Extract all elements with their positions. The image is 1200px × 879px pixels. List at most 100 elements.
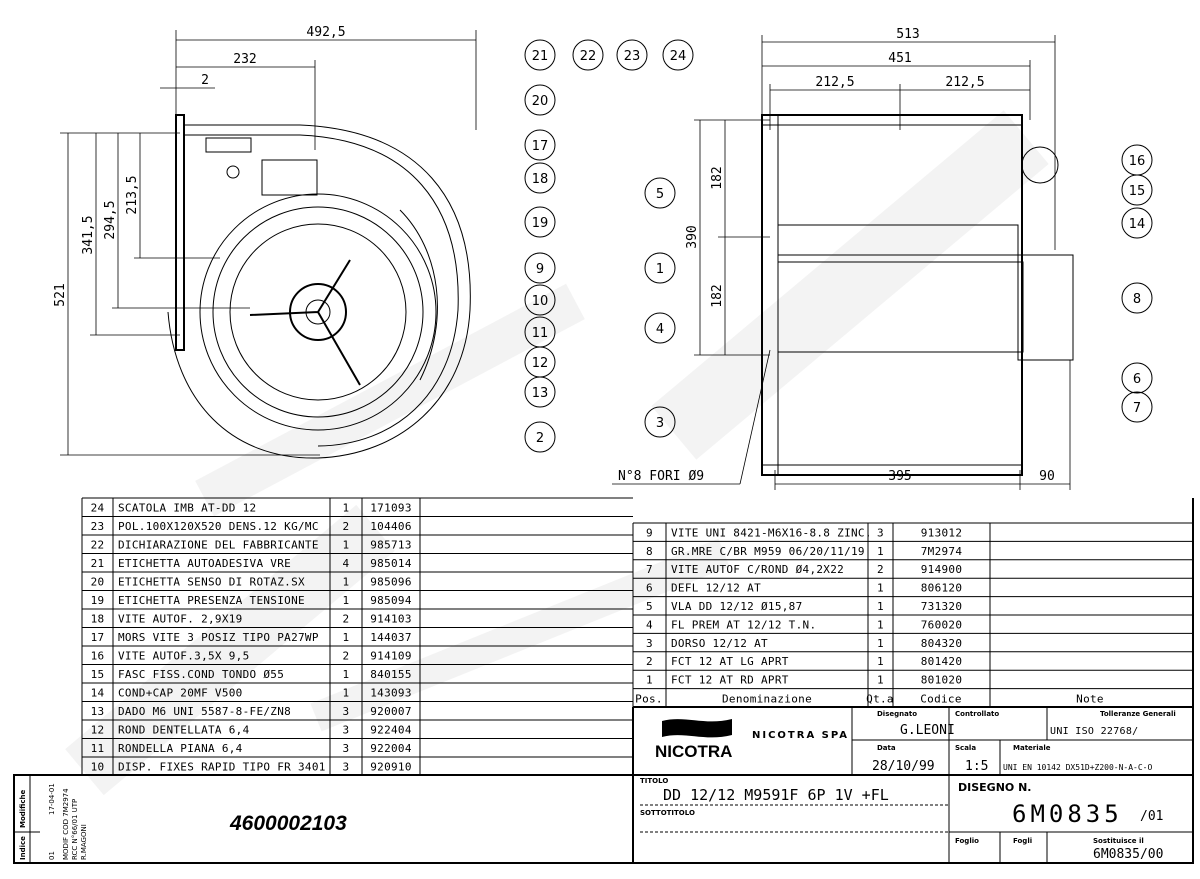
part-code: 985096 bbox=[370, 576, 412, 589]
modifiche-label: Modifiche bbox=[19, 789, 27, 828]
part-description: DISP. FIXES RAPID TIPO FR 3401 bbox=[118, 761, 326, 774]
scale-label: Scala bbox=[955, 744, 976, 752]
part-quantity: 3 bbox=[343, 724, 350, 737]
part-quantity: 3 bbox=[343, 761, 350, 774]
part-description: ETICHETTA AUTOADESIVA VRE bbox=[118, 557, 291, 570]
callout-number: 23 bbox=[624, 49, 641, 64]
callout-circle bbox=[524, 162, 556, 194]
drawing-no-label: DISEGNO N. bbox=[958, 781, 1031, 794]
callout-circle bbox=[644, 312, 676, 344]
inlet-ring bbox=[199, 193, 437, 431]
dim-90: 90 bbox=[1039, 469, 1055, 484]
dim-294-5: 294,5 bbox=[103, 200, 118, 239]
part-description: VITE AUTOF.3,5X 9,5 bbox=[118, 650, 250, 663]
part-quantity: 1 bbox=[877, 637, 884, 650]
title-label: TITOLO bbox=[640, 777, 668, 785]
callout-circle bbox=[1121, 207, 1153, 239]
callout-6: 6 bbox=[1121, 362, 1153, 394]
part-quantity: 1 bbox=[343, 668, 350, 681]
part-description: MORS VITE 3 POSIZ TIPO PA27WP bbox=[118, 631, 319, 644]
callout-20: 20 bbox=[524, 84, 556, 116]
callout-number: 20 bbox=[532, 94, 549, 109]
header-desc: Denominazione bbox=[722, 693, 812, 706]
part-code: 760020 bbox=[921, 618, 963, 631]
part-quantity: 2 bbox=[343, 520, 350, 533]
material-label: Materiale bbox=[1013, 744, 1051, 752]
callout-23: 23 bbox=[616, 39, 648, 71]
callout-21: 21 bbox=[524, 39, 556, 71]
callout-number: 17 bbox=[532, 139, 549, 154]
nicotra-logo-text: NICOTRA bbox=[655, 742, 732, 761]
part-quantity: 4 bbox=[343, 557, 350, 570]
part-code: 171093 bbox=[370, 502, 412, 515]
part-code: 914103 bbox=[370, 613, 412, 626]
part-description: POL.100X120X520 DENS.12 KG/MC bbox=[118, 520, 319, 533]
drawn-label: Disegnato bbox=[877, 710, 917, 718]
part-code: 144037 bbox=[370, 631, 412, 644]
part-description: DICHIARAZIONE DEL FABBRICANTE bbox=[118, 539, 319, 552]
callout-17: 17 bbox=[524, 129, 556, 161]
part-position: 24 bbox=[91, 502, 105, 515]
callout-circle bbox=[524, 421, 556, 453]
dim-521: 521 bbox=[53, 283, 68, 306]
part-position: 2 bbox=[646, 655, 653, 668]
part-description: VLA DD 12/12 Ø15,87 bbox=[671, 600, 803, 613]
part-position: 17 bbox=[91, 631, 105, 644]
callout-circle bbox=[572, 39, 604, 71]
callout-10: 10 bbox=[524, 284, 556, 316]
part-code: 143093 bbox=[370, 687, 412, 700]
callout-number: 22 bbox=[580, 49, 597, 64]
callout-circle bbox=[1121, 362, 1153, 394]
part-description: RONDELLA PIANA 6,4 bbox=[118, 742, 243, 755]
part-code: 985014 bbox=[370, 557, 412, 570]
part-code: 985094 bbox=[370, 594, 412, 607]
callout-circle bbox=[524, 284, 556, 316]
header-code: Codice bbox=[920, 693, 962, 706]
part-quantity: 2 bbox=[343, 613, 350, 626]
indice-label: Indice bbox=[19, 836, 27, 860]
right-dimensions: 513 451 212,5 212,5 390 182 182 395 90 N… bbox=[612, 27, 1071, 490]
material-value: UNI EN 10142 DX51D+Z200-N-A-C-O bbox=[1003, 763, 1152, 772]
part-code: 7M2974 bbox=[921, 545, 963, 558]
callout-number: 13 bbox=[532, 386, 549, 401]
date-value: 28/10/99 bbox=[872, 759, 935, 774]
dim-182-bottom: 182 bbox=[710, 284, 725, 307]
part-description: VITE AUTOF. 2,9X19 bbox=[118, 613, 243, 626]
dim-395: 395 bbox=[888, 469, 911, 484]
part-quantity: 1 bbox=[877, 582, 884, 595]
dim-212-5-left: 212,5 bbox=[815, 75, 854, 90]
part-quantity: 1 bbox=[343, 539, 350, 552]
motor-end bbox=[1017, 254, 1074, 361]
callout-circle bbox=[644, 406, 676, 438]
callout-circle bbox=[644, 252, 676, 284]
callout-4: 4 bbox=[644, 312, 676, 344]
part-description: VITE UNI 8421-M6X16-8.8 ZINC. bbox=[671, 526, 872, 539]
part-description: FCT 12 AT RD APRT bbox=[671, 674, 789, 687]
part-code: 840155 bbox=[370, 668, 412, 681]
part-code: 731320 bbox=[921, 600, 963, 613]
watermark-logo-2-band bbox=[65, 504, 395, 796]
part-description: DADO M6 UNI 5587-8-FE/ZN8 bbox=[118, 705, 291, 718]
part-description: ETICHETTA PRESENZA TENSIONE bbox=[118, 594, 305, 607]
part-quantity: 1 bbox=[343, 576, 350, 589]
callout-13: 13 bbox=[524, 376, 556, 408]
callout-8: 8 bbox=[1121, 282, 1153, 314]
callout-14: 14 bbox=[1121, 207, 1153, 239]
slot bbox=[399, 209, 438, 381]
part-code: 920007 bbox=[370, 705, 412, 718]
part-description: DORSO 12/12 AT bbox=[671, 637, 768, 650]
part-quantity: 1 bbox=[877, 655, 884, 668]
callout-19: 19 bbox=[524, 206, 556, 238]
callout-number: 3 bbox=[656, 416, 664, 431]
callout-number: 10 bbox=[532, 294, 549, 309]
dim-451: 451 bbox=[888, 51, 911, 66]
part-code: 801020 bbox=[921, 674, 963, 687]
